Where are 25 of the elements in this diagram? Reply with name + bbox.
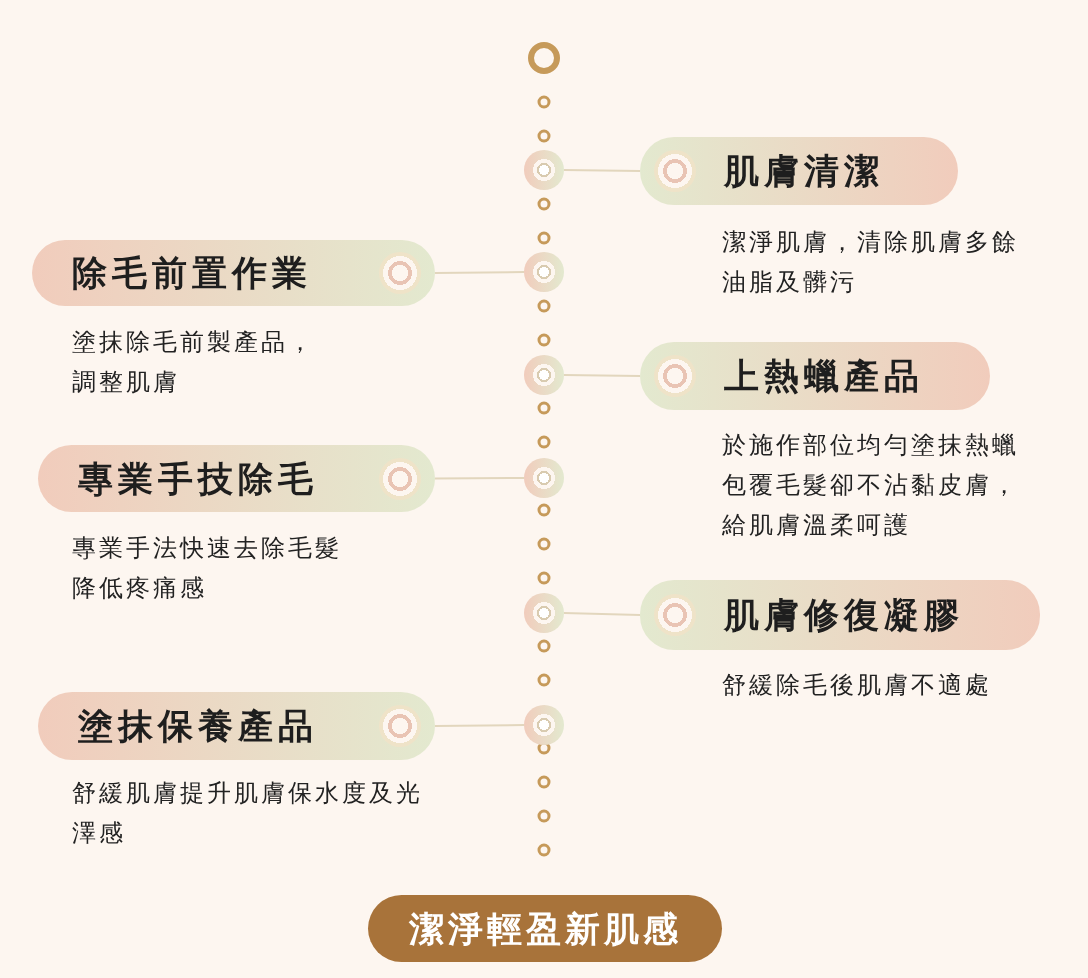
- timeline-node: [524, 355, 564, 395]
- connector-line: [434, 271, 525, 274]
- connector-line: [563, 612, 641, 616]
- result-title: 潔淨輕盈新肌感: [407, 907, 683, 950]
- timeline-node: [524, 252, 564, 292]
- description-text: 舒緩除毛後肌膚不適處: [722, 670, 993, 701]
- connector-line: [563, 374, 641, 377]
- step-title: 上熱蠟產品: [724, 354, 924, 398]
- step-title: 除毛前置作業: [72, 251, 312, 295]
- step-title: 專業手技除毛: [78, 457, 318, 500]
- step-title: 肌膚修復凝膠: [724, 593, 964, 637]
- connector-line: [434, 477, 525, 480]
- description-text: 專業手法快速去除毛髮降低疼痛感: [72, 533, 343, 604]
- connector-line: [434, 724, 525, 727]
- step-title: 塗抹保養產品: [78, 704, 318, 748]
- step-title: 肌膚清潔: [724, 149, 884, 193]
- description-text: 於施作部位均勻塗抹熱蠟包覆毛髮卻不沾黏皮膚，給肌膚溫柔呵護: [722, 430, 1020, 541]
- connector-line: [563, 169, 641, 172]
- description-text: 舒緩肌膚提升肌膚保水度及光澤感: [72, 778, 424, 849]
- timeline-node: [524, 593, 564, 633]
- description-text: 塗抹除毛前製產品，調整肌膚: [72, 327, 316, 398]
- timeline-node: [524, 150, 564, 190]
- description-text: 潔淨肌膚，清除肌膚多餘油脂及髒污: [722, 227, 1020, 298]
- timeline-node: [524, 458, 564, 498]
- timeline-node: [524, 705, 564, 745]
